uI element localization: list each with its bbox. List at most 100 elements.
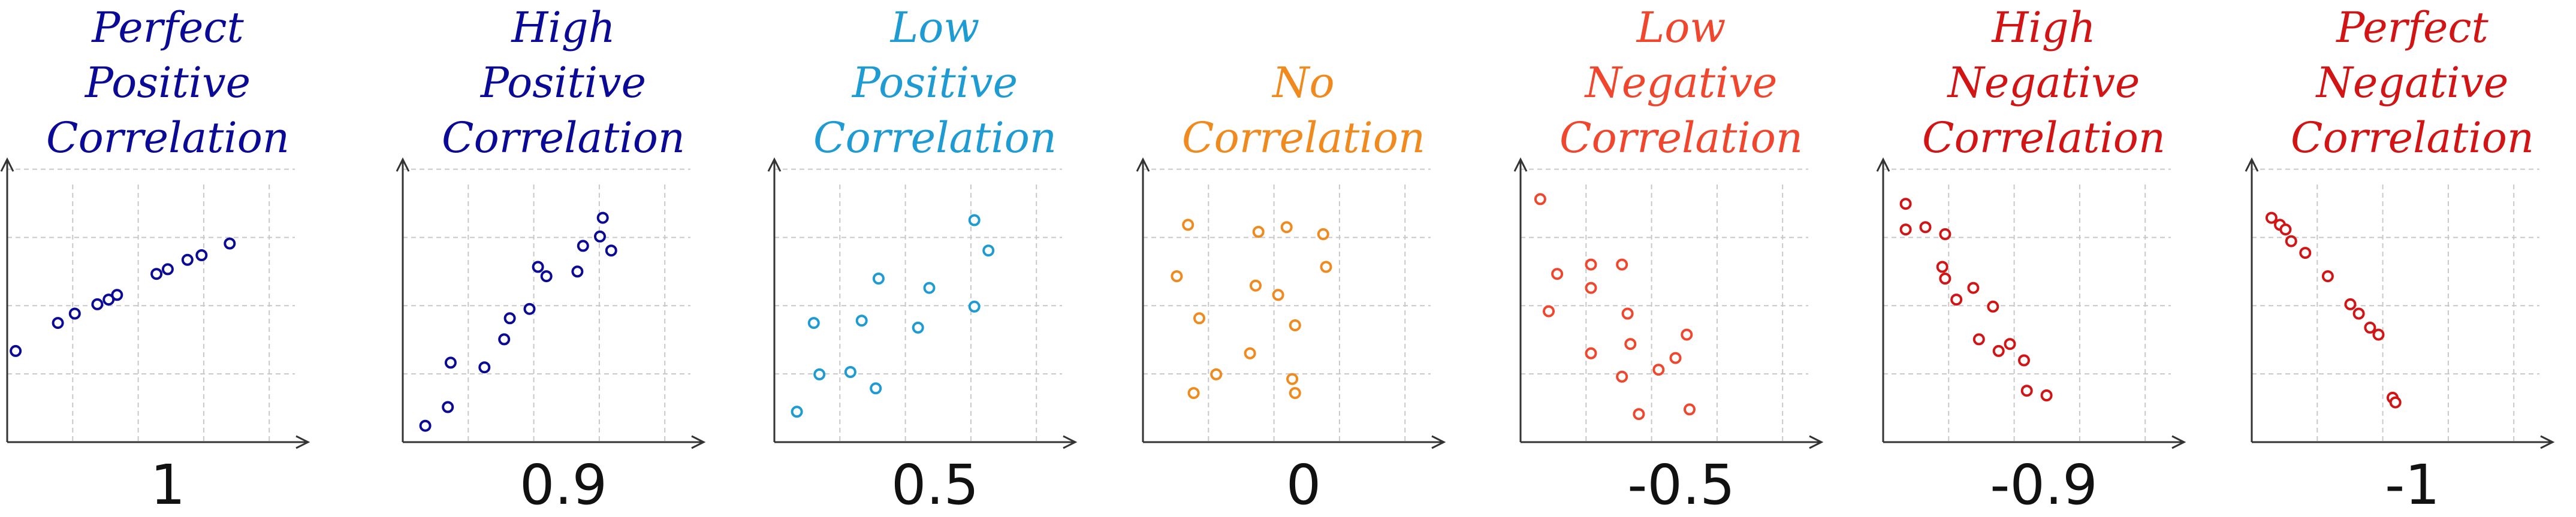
data-point xyxy=(1939,273,1951,285)
scatter-plot xyxy=(1876,157,2186,449)
x-axis-arrow-icon xyxy=(1431,435,1446,449)
data-point xyxy=(540,270,553,283)
scatter-plot xyxy=(0,157,310,449)
data-point xyxy=(1585,347,1597,359)
data-point xyxy=(1585,258,1597,271)
scatter-plot xyxy=(1513,157,1824,449)
panel-title-line: Perfect xyxy=(92,3,244,52)
data-point xyxy=(10,344,22,357)
data-point xyxy=(912,321,924,334)
data-point xyxy=(1669,352,1682,364)
data-point xyxy=(1967,282,1980,294)
data-point xyxy=(419,419,432,432)
correlation-value: 0.9 xyxy=(519,453,608,517)
y-axis-arrow-icon xyxy=(396,157,410,172)
y-axis-arrow-icon xyxy=(767,157,782,172)
correlation-value: -0.5 xyxy=(1627,453,1735,517)
data-point xyxy=(1616,258,1628,271)
scatter-plot xyxy=(396,157,706,449)
panel-title-line: Negative xyxy=(2316,58,2509,107)
data-point xyxy=(1289,319,1301,331)
data-point xyxy=(807,317,820,329)
panel-title-line: Correlation xyxy=(1922,113,2165,162)
data-point xyxy=(2040,389,2053,401)
x-axis-arrow-icon xyxy=(2171,435,2186,449)
data-point xyxy=(605,244,617,257)
data-point xyxy=(577,240,589,252)
data-point xyxy=(2285,235,2297,247)
grid xyxy=(1521,168,1808,442)
data-point xyxy=(923,282,936,294)
y-axis-arrow-icon xyxy=(0,157,14,172)
data-point xyxy=(1684,403,1696,416)
data-point xyxy=(68,307,81,320)
panel-title-line: High xyxy=(511,3,616,52)
data-point xyxy=(1616,370,1628,383)
correlation-value: -1 xyxy=(2385,453,2440,517)
data-point xyxy=(2372,328,2385,341)
data-point xyxy=(2265,211,2278,224)
grid xyxy=(774,168,1062,442)
scatter-plot xyxy=(1136,157,1446,449)
data-point xyxy=(523,303,536,315)
data-point xyxy=(2389,396,2402,409)
data-point xyxy=(1289,387,1301,400)
data-point xyxy=(813,368,826,380)
panel-title-line: Positive xyxy=(480,58,647,107)
data-point xyxy=(1992,344,2005,357)
data-point xyxy=(1252,226,1265,238)
scatter-plot xyxy=(767,157,1078,449)
data-point xyxy=(442,401,454,413)
grid xyxy=(2252,168,2539,442)
y-axis-arrow-icon xyxy=(1876,157,1890,172)
x-axis-arrow-icon xyxy=(1063,435,1078,449)
data-point xyxy=(503,312,516,325)
data-point xyxy=(1621,307,1634,320)
data-point xyxy=(2364,321,2376,334)
panel-title-line: Correlation xyxy=(813,113,1057,162)
data-point xyxy=(2344,298,2357,310)
data-point xyxy=(195,249,208,261)
data-point xyxy=(2279,223,2292,236)
x-axis-arrow-icon xyxy=(2540,435,2555,449)
data-point xyxy=(2321,270,2334,283)
panel-title-line: Correlation xyxy=(442,113,685,162)
panel-title-line: No xyxy=(1272,58,1335,107)
data-point xyxy=(1182,219,1195,231)
data-point xyxy=(1317,228,1329,240)
data-point xyxy=(91,298,104,310)
data-point xyxy=(52,317,64,329)
data-point xyxy=(1534,193,1546,205)
data-point xyxy=(478,361,491,374)
data-point xyxy=(181,253,194,266)
data-point xyxy=(1652,364,1665,376)
data-point xyxy=(2018,354,2030,367)
panel-title-line: Low xyxy=(1636,3,1726,52)
data-point xyxy=(1899,198,1912,210)
data-point xyxy=(2020,385,2033,397)
data-point xyxy=(594,230,606,243)
panel-title-line: Negative xyxy=(1585,58,1778,107)
panel-title-line: Correlation xyxy=(1560,113,1803,162)
y-axis-arrow-icon xyxy=(2245,157,2259,172)
data-point xyxy=(1286,373,1299,385)
x-axis-arrow-icon xyxy=(1809,435,1824,449)
panel-title-line: Correlation xyxy=(2291,113,2534,162)
data-point xyxy=(150,268,163,280)
panel-title-line: High xyxy=(1992,3,2096,52)
data-point xyxy=(1543,305,1555,318)
panel-title-line: Low xyxy=(890,3,980,52)
data-point xyxy=(2004,338,2016,350)
data-point xyxy=(1987,300,1999,313)
grid xyxy=(1883,168,2171,442)
data-point xyxy=(968,214,981,226)
